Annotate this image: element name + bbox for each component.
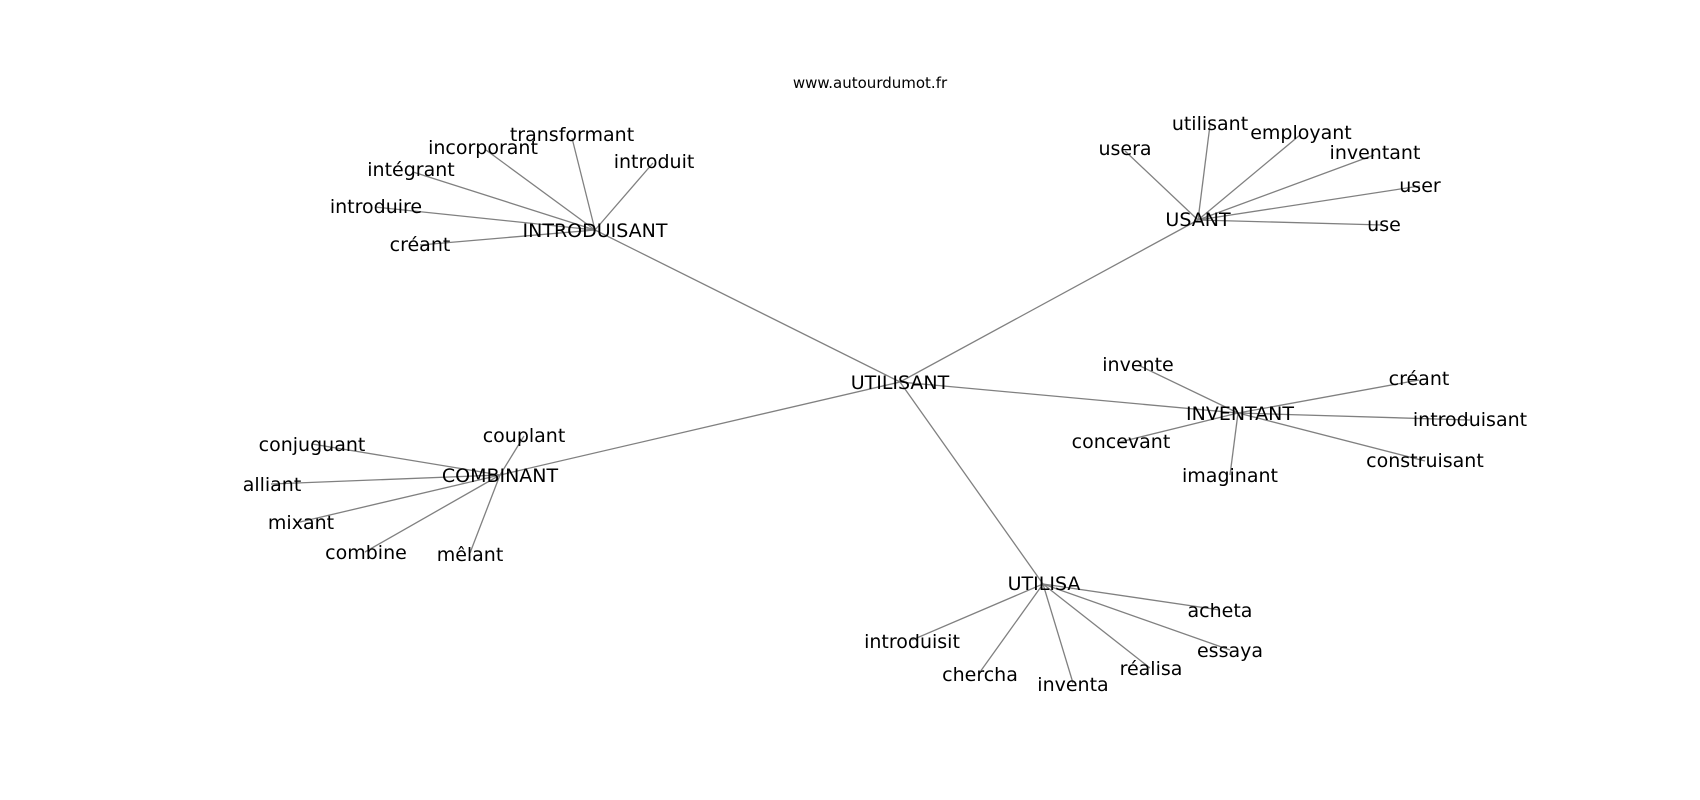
edge-utilisa-essaya: [1042, 583, 1231, 651]
edge-usant-usera: [1124, 150, 1199, 221]
edge-introduisant-introduire: [374, 206, 596, 231]
edge-usant-employant: [1197, 134, 1301, 221]
node-leaf[interactable]: transformant: [510, 124, 634, 146]
edge-combinant-conjuguant: [311, 443, 501, 476]
edge-usant-user: [1197, 185, 1421, 221]
edge-inventant-concevant: [1119, 412, 1239, 443]
labels: UTILISANT INTRODUISANT transformant inco…: [243, 113, 1527, 696]
edge-usant-utilisant: [1197, 124, 1211, 221]
node-leaf[interactable]: chercha: [942, 664, 1018, 686]
node-leaf[interactable]: conjuguant: [259, 434, 366, 456]
edges: [270, 124, 1471, 684]
edge-introduisant-incorporant: [485, 149, 596, 231]
node-leaf[interactable]: concevant: [1072, 431, 1171, 453]
node-leaf[interactable]: créant: [390, 234, 451, 256]
edge-center-inventant: [899, 381, 1239, 414]
edge-center-introduisant: [594, 229, 901, 383]
node-leaf[interactable]: usera: [1098, 138, 1151, 160]
node-leaf[interactable]: réalisa: [1120, 658, 1183, 680]
node-center[interactable]: UTILISANT: [851, 372, 950, 394]
edge-center-usant: [899, 219, 1199, 383]
node-leaf[interactable]: user: [1399, 175, 1441, 197]
node-leaf[interactable]: inventa: [1037, 674, 1108, 696]
node-leaf[interactable]: couplant: [483, 425, 566, 447]
edge-introduisant-creant: [419, 229, 596, 246]
edge-inventant-invente: [1137, 364, 1239, 414]
node-leaf[interactable]: inventant: [1330, 142, 1421, 164]
edge-introduisant-transformant: [571, 137, 596, 231]
edge-utilisa-introduisit: [911, 583, 1044, 641]
node-hub-usant[interactable]: USANT: [1165, 209, 1231, 231]
edge-combinant-melant: [469, 474, 501, 554]
node-leaf[interactable]: essaya: [1197, 640, 1263, 662]
edge-inventant-creant: [1237, 379, 1420, 414]
node-leaf[interactable]: utilisant: [1172, 113, 1248, 135]
site-url: www.autourdumot.fr: [793, 74, 948, 92]
node-leaf[interactable]: introduisant: [1413, 409, 1527, 431]
edge-utilisa-inventa: [1042, 583, 1074, 684]
edge-inventant-introduisant: [1237, 412, 1471, 421]
node-hub-combinant[interactable]: COMBINANT: [442, 465, 559, 487]
node-leaf[interactable]: créant: [1389, 368, 1450, 390]
node-leaf[interactable]: alliant: [243, 474, 302, 496]
edge-usant-inventant: [1197, 154, 1375, 221]
node-leaf[interactable]: introduire: [330, 196, 422, 218]
node-leaf[interactable]: mêlant: [437, 544, 504, 566]
node-leaf[interactable]: combine: [325, 542, 407, 564]
edge-inventant-construisant: [1237, 412, 1426, 462]
edge-combinant-couplant: [499, 435, 525, 476]
edge-center-utilisa: [899, 381, 1044, 585]
edge-utilisa-acheta: [1042, 583, 1221, 611]
node-hub-introduisant[interactable]: INTRODUISANT: [523, 220, 668, 242]
edge-combinant-mixant: [299, 474, 501, 523]
node-leaf[interactable]: intégrant: [367, 159, 454, 181]
edge-introduisant-integrant: [412, 171, 596, 231]
node-leaf[interactable]: introduisit: [864, 631, 960, 653]
edge-inventant-imaginant: [1229, 412, 1239, 476]
edge-introduisant-introduit: [594, 162, 654, 231]
node-leaf[interactable]: employant: [1250, 122, 1352, 144]
edge-usant-use: [1197, 219, 1384, 226]
node-hub-inventant[interactable]: INVENTANT: [1186, 403, 1294, 425]
edge-center-combinant: [499, 381, 901, 476]
node-leaf[interactable]: acheta: [1188, 600, 1253, 622]
node-leaf[interactable]: incorporant: [428, 137, 538, 159]
edge-utilisa-chercha: [979, 583, 1044, 673]
node-leaf[interactable]: use: [1367, 214, 1401, 236]
edge-combinant-alliant: [270, 474, 501, 485]
node-leaf[interactable]: invente: [1102, 354, 1173, 376]
node-leaf[interactable]: mixant: [268, 512, 334, 534]
edge-combinant-combine: [364, 474, 501, 553]
node-leaf[interactable]: construisant: [1366, 450, 1484, 472]
node-leaf[interactable]: introduit: [614, 151, 695, 173]
node-leaf[interactable]: imaginant: [1182, 465, 1278, 487]
node-hub-utilisa[interactable]: UTILISA: [1008, 573, 1081, 595]
edge-utilisa-realisa: [1042, 583, 1151, 669]
